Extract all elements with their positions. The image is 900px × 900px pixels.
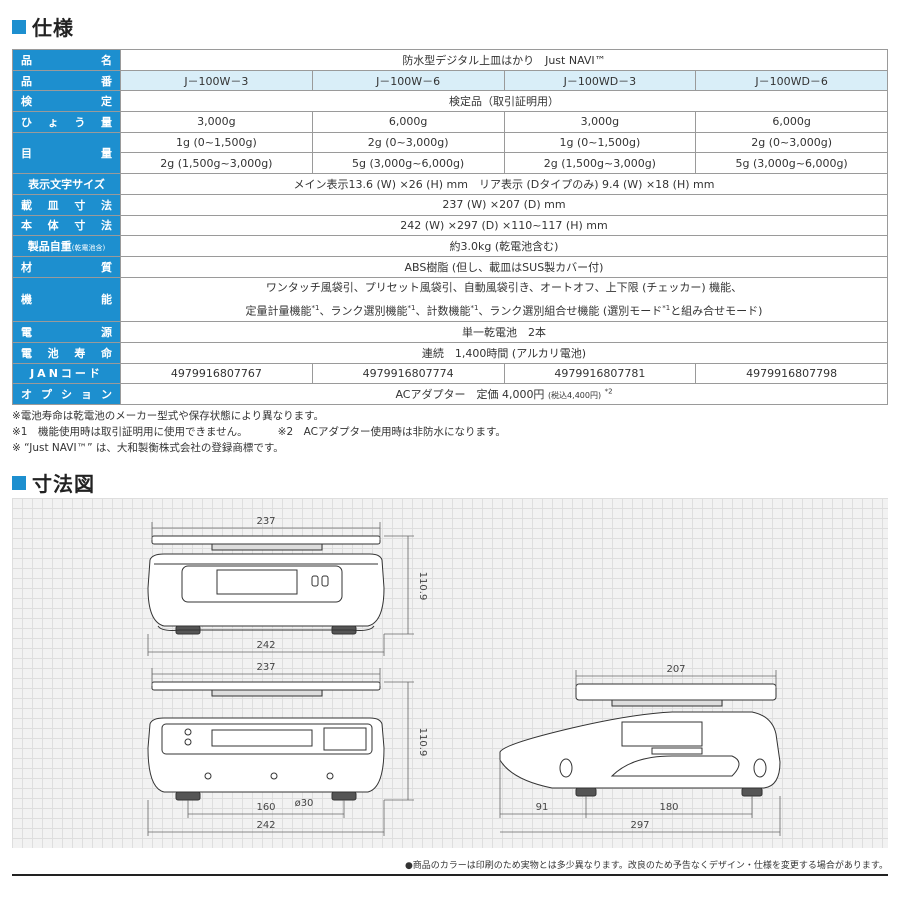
label-model: 品番 <box>12 69 121 92</box>
division-2a: 2g (0~3,000g) <box>311 131 505 154</box>
row-division-1: 目量 1g (0~1,500g) 2g (0~3,000g) 1g (0~1,5… <box>12 131 888 175</box>
function: ワンタッチ風袋引、プリセット風袋引、自動風袋引き、オートオフ、上下限 (チェッカ… <box>120 276 888 323</box>
spec-title: 仕様 <box>32 16 74 40</box>
row-function: 機能 ワンタッチ風袋引、プリセット風袋引、自動風袋引き、オートオフ、上下限 (チ… <box>12 276 888 323</box>
section-marker <box>12 475 26 490</box>
dim-front-bottom-width: 242 <box>256 640 275 651</box>
section-marker <box>12 19 26 34</box>
model-3: J－100WD－3 <box>503 69 697 92</box>
label-material: 材質 <box>12 255 121 278</box>
dim-front-height: 110.9 <box>417 572 428 601</box>
dim-side-depth: 297 <box>630 820 649 831</box>
row-model: 品番 J－100W－3 J－100W－6 J－100WD－3 J－100WD－6 <box>12 69 888 92</box>
division-3b: 2g (1,500g~3,000g) <box>503 152 697 175</box>
spec-table: 品名 防水型デジタル上皿はかり Just NAVI™ 品番 J－100W－3 J… <box>12 49 888 405</box>
model-1: J－100W－3 <box>120 69 313 92</box>
jan-3: 4979916807781 <box>503 362 697 385</box>
dim-rear-hole: ø30 <box>295 798 314 809</box>
dim-front-top-width: 237 <box>256 516 275 527</box>
dim-rear-top-width: 237 <box>256 662 275 673</box>
dim-side-foot-front: 91 <box>536 802 549 813</box>
label-weight: 製品自重(乾電池含) <box>12 235 121 257</box>
dimension-svg: 237 110.9 242 237 110.9 160 ø30 242 207 … <box>147 516 781 836</box>
dim-section-header: 寸法図 <box>12 468 95 497</box>
certification: 検定品（取引証明用） <box>120 90 888 113</box>
label-division: 目量 <box>12 131 121 175</box>
capacity-3: 3,000g <box>503 111 697 133</box>
dim-side-foot-spacing: 180 <box>659 802 678 813</box>
weight: 約3.0kg (乾電池含む) <box>120 235 888 257</box>
row-body-size: 本体寸法 242 (W) ×297 (D) ×110~117 (H) mm <box>12 214 888 237</box>
division-3a: 1g (0~1,500g) <box>503 131 697 154</box>
label-jan: JANコード <box>12 362 121 385</box>
note-2a: ※1 機能使用時は取引証明用に使用できません。 <box>12 426 248 438</box>
division-2b: 5g (3,000g~6,000g) <box>311 152 505 175</box>
label-pan-size: 載皿寸法 <box>12 193 121 216</box>
row-certification: 検定 検定品（取引証明用） <box>12 90 888 113</box>
row-power: 電源 単一乾電池 2本 <box>12 321 888 343</box>
model-4: J－100WD－6 <box>695 69 888 92</box>
dimension-lines <box>147 522 781 836</box>
pan-size: 237 (W) ×207 (D) mm <box>120 193 888 216</box>
label-capacity: ひょう量 <box>12 111 121 133</box>
jan-1: 4979916807767 <box>120 362 313 385</box>
function-line-2: 定量計量機能*1、ランク選別機能*1、計数機能*1、ランク選別組合せ機能 (選別… <box>245 303 763 318</box>
label-function: 機能 <box>12 276 121 323</box>
model-2: J－100W－6 <box>311 69 505 92</box>
note-3: ※ “Just NAVI™” は、大和製衡株式会社の登録商標です。 <box>12 442 284 454</box>
label-name: 品名 <box>12 49 121 71</box>
function-line-1: ワンタッチ風袋引、プリセット風袋引、自動風袋引き、オートオフ、上下限 (チェッカ… <box>265 280 743 294</box>
row-option: オプション ACアダプター 定価 4,000円 (税込4,400円) *2 <box>12 383 888 405</box>
dim-title: 寸法図 <box>32 472 95 496</box>
label-body-size: 本体寸法 <box>12 214 121 237</box>
label-battery-life: 電池寿命 <box>12 341 121 364</box>
notes: ※電池寿命は乾電池のメーカー型式や保存状態により異なります。 ※1 機能使用時は… <box>12 408 506 456</box>
dim-rear-bottom-width: 242 <box>256 820 275 831</box>
jan-4: 4979916807798 <box>695 362 888 385</box>
dimension-drawing: 237 110.9 242 237 110.9 160 ø30 242 207 … <box>12 498 888 848</box>
row-weight: 製品自重(乾電池含) 約3.0kg (乾電池含む) <box>12 235 888 257</box>
capacity-2: 6,000g <box>311 111 505 133</box>
division-1a: 1g (0~1,500g) <box>120 131 313 154</box>
label-power: 電源 <box>12 321 121 343</box>
row-display-size: 表示文字サイズ メイン表示13.6 (W) ×26 (H) mm リア表示 (D… <box>12 173 888 195</box>
option: ACアダプター 定価 4,000円 (税込4,400円) *2 <box>120 383 888 405</box>
row-jan: JANコード 4979916807767 4979916807774 49799… <box>12 362 888 385</box>
row-pan-size: 載皿寸法 237 (W) ×207 (D) mm <box>12 193 888 216</box>
power: 単一乾電池 2本 <box>120 321 888 343</box>
dim-side-top-width: 207 <box>666 664 685 675</box>
battery-life: 連続 1,400時間 (アルカリ電池) <box>120 341 888 364</box>
rear-view <box>147 681 385 801</box>
division-1b: 2g (1,500g~3,000g) <box>120 152 313 175</box>
label-display-size: 表示文字サイズ <box>12 173 121 195</box>
footer-note: ●商品のカラーは印刷のため実物とは多少異なります。改良のため予告なくデザイン・仕… <box>404 861 888 871</box>
display-size: メイン表示13.6 (W) ×26 (H) mm リア表示 (Dタイプのみ) 9… <box>120 173 888 195</box>
row-material: 材質 ABS樹脂 (但し、載皿はSUS製カバー付) <box>12 255 888 278</box>
note-2b: ※2 ACアダプター使用時は非防水になります。 <box>277 426 506 438</box>
spec-section-header: 仕様 <box>12 12 74 41</box>
row-division-2: 2g (1,500g~3,000g) 5g (3,000g~6,000g) 2g… <box>13 152 888 175</box>
capacity-4: 6,000g <box>695 111 888 133</box>
label-cert: 検定 <box>12 90 121 113</box>
material: ABS樹脂 (但し、載皿はSUS製カバー付) <box>120 255 888 278</box>
product-name: 防水型デジタル上皿はかり Just NAVI™ <box>120 49 888 71</box>
row-product-name: 品名 防水型デジタル上皿はかり Just NAVI™ <box>12 49 888 71</box>
side-view <box>499 683 781 797</box>
dim-rear-foot-spacing: 160 <box>256 802 275 813</box>
division-4a: 2g (0~3,000g) <box>695 131 888 154</box>
front-view <box>147 535 385 635</box>
note-2-row: ※1 機能使用時は取引証明用に使用できません。 ※2 ACアダプター使用時は非防… <box>12 424 506 440</box>
note-1: ※電池寿命は乾電池のメーカー型式や保存状態により異なります。 <box>12 410 325 422</box>
row-capacity: ひょう量 3,000g 6,000g 3,000g 6,000g <box>12 111 888 133</box>
footer-divider <box>12 874 888 876</box>
body-size: 242 (W) ×297 (D) ×110~117 (H) mm <box>120 214 888 237</box>
label-option: オプション <box>12 383 121 405</box>
division-4b: 5g (3,000g~6,000g) <box>695 152 888 175</box>
jan-2: 4979916807774 <box>311 362 505 385</box>
dim-rear-height: 110.9 <box>417 728 428 757</box>
capacity-1: 3,000g <box>120 111 313 133</box>
row-battery-life: 電池寿命 連続 1,400時間 (アルカリ電池) <box>12 341 888 364</box>
